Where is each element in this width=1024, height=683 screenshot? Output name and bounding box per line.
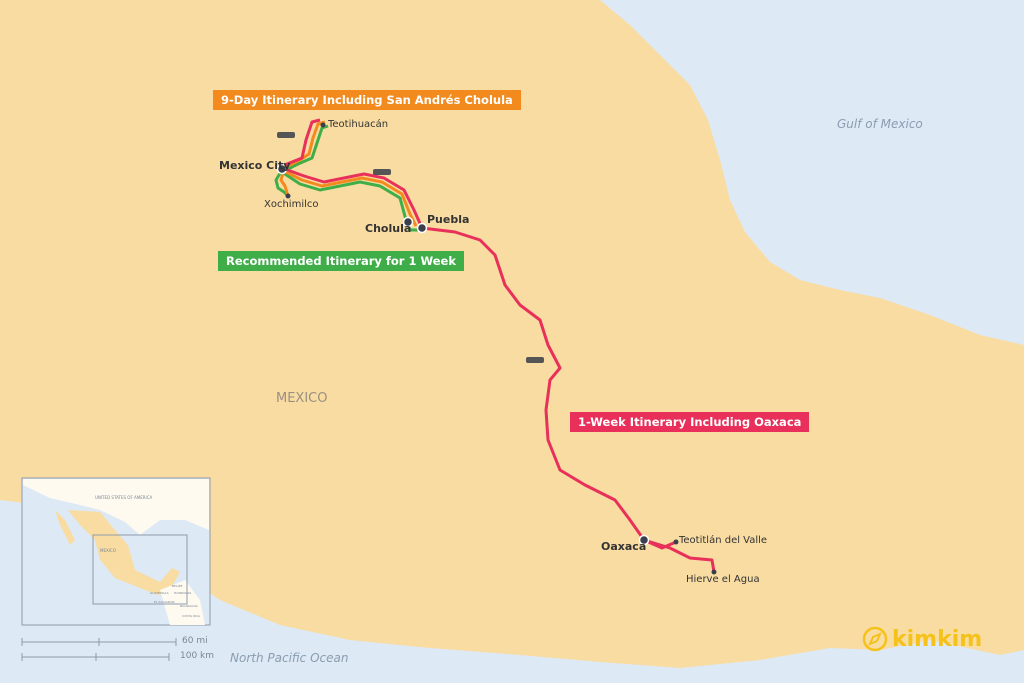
- inset-costa-rica: COSTA RICA: [182, 614, 201, 618]
- route-red: [281, 118, 321, 168]
- cholula-label: Cholula: [365, 222, 412, 235]
- route-red-2: [281, 166, 424, 229]
- scale-miles: 60 mi: [182, 636, 208, 646]
- mexico-city-marker: [276, 163, 288, 175]
- itinerary-label-oaxaca[interactable]: 1-Week Itinerary Including Oaxaca: [570, 412, 810, 432]
- pacific-label: North Pacific Ocean: [230, 651, 349, 665]
- oaxaca-label: Oaxaca: [601, 540, 647, 553]
- kimkim-logo: kimkim: [862, 626, 982, 652]
- route-green: [281, 124, 329, 174]
- puebla-label: Puebla: [427, 213, 470, 226]
- xochimilco-marker: [285, 193, 291, 199]
- itinerary-label-9-day[interactable]: 9-Day Itinerary Including San Andrés Cho…: [213, 90, 521, 110]
- scale-km: 100 km: [180, 651, 215, 661]
- car-icon: [526, 357, 544, 363]
- route-red-teotitlan: [643, 538, 677, 550]
- puebla-marker: [416, 222, 428, 234]
- route-green-3: [274, 169, 290, 198]
- mexico-city-label: Mexico City: [219, 159, 291, 172]
- oaxaca-marker: [638, 534, 650, 546]
- teotihuacan-label: Teotihuacán: [328, 119, 389, 130]
- teotitlan-label: Teotitlán del Valle: [679, 535, 768, 546]
- hierve-label: Hierve el Agua: [686, 574, 760, 585]
- brand-name: kimkim: [892, 626, 983, 652]
- car-icon: [277, 132, 295, 138]
- inset-honduras: HONDURAS: [174, 591, 192, 595]
- inset-map: [21, 477, 211, 626]
- inset-mexico: MEXICO: [100, 548, 116, 553]
- xochimilco-label: Xochimilco: [264, 199, 319, 210]
- route-orange-2: [281, 168, 418, 227]
- compass-icon: [862, 626, 888, 652]
- car-icon: [373, 169, 391, 175]
- inset-belize: BELIZE: [172, 584, 183, 588]
- teotitlan-marker: [673, 539, 679, 545]
- route-orange-3: [279, 169, 290, 197]
- inset-nicaragua: NICARAGUA: [180, 604, 198, 608]
- teotihuacan-marker: [320, 122, 326, 128]
- pacific-water: [0, 500, 1024, 683]
- hierve-marker: [711, 569, 717, 575]
- itinerary-label-1-week[interactable]: Recommended Itinerary for 1 Week: [218, 251, 465, 271]
- gulf-label: Gulf of Mexico: [837, 117, 923, 131]
- gulf-water: [600, 0, 1024, 345]
- cholula-marker: [402, 216, 414, 228]
- inset-guatemala: GUATEMALA: [150, 591, 169, 595]
- inset-el-salvador: EL SALVADOR: [154, 600, 175, 604]
- inset-usa: UNITED STATES OF AMERICA: [95, 495, 153, 500]
- route-red-oaxaca: [421, 226, 716, 573]
- country-label: MEXICO: [276, 391, 328, 406]
